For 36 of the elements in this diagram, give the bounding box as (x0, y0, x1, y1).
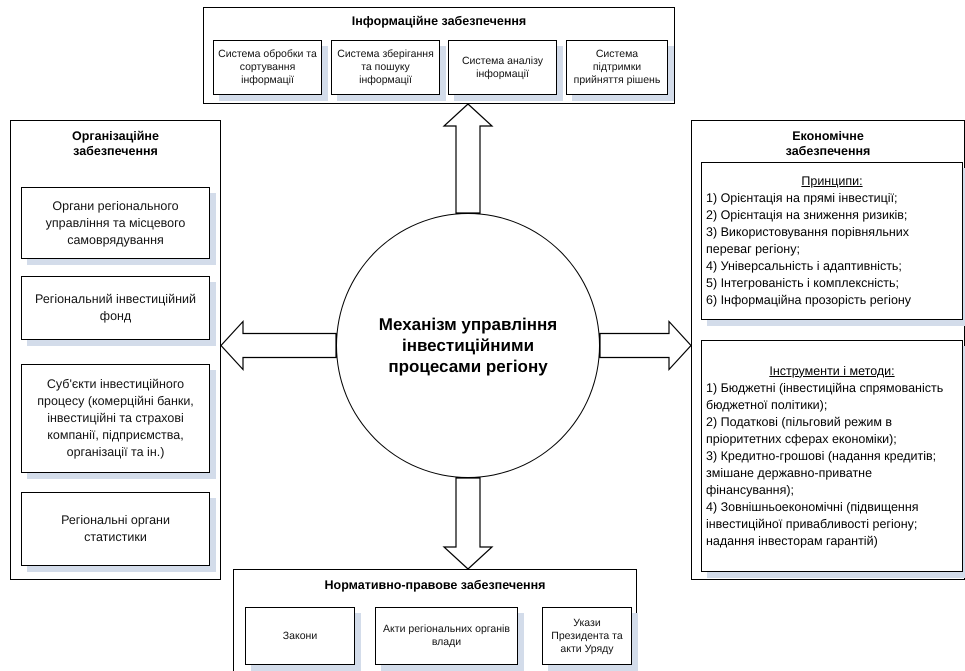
list-item: 1) Орієнтація на прямі інвестиції; (706, 190, 899, 207)
panel-title: Організаційне забезпечення (71, 129, 160, 159)
block-arrow (442, 477, 494, 570)
list-item: 2) Податкові (пільговий режим в пріоритетних сферах економіки); (706, 414, 898, 448)
box-label: Регіональний інвестиційний фонд (34, 291, 197, 325)
box-label: Закони (282, 630, 318, 642)
list-item: 5) Інтегрованість і комплексність; (706, 275, 900, 292)
list-item: 3) Використовування порівняльних переваг регіону; (706, 224, 910, 258)
list-heading: Принципи: (800, 173, 864, 190)
panel-title: Економічне забезпечення (784, 129, 872, 159)
box-label: Регіональні органи статистики (60, 512, 171, 546)
box-label: Система підтримки прийняття рішень (572, 48, 662, 87)
group-panel (203, 7, 675, 104)
box-label: Система зберігання та пошуку інформації (336, 48, 435, 87)
box-label: Акти регіональних органів влади (382, 623, 511, 649)
list-item: 6) Інформаційна прозорість регіону (706, 292, 912, 309)
group-panel (233, 569, 637, 671)
panel-title: Інформаційне забезпечення (350, 14, 528, 29)
box-label: Система обробки та сортування інформації (218, 48, 317, 87)
panel-title: Нормативно-правове забезпечення (324, 578, 546, 593)
circle-label: Механізм управління інвестиційними процесами регіону (378, 314, 558, 377)
box-label: Укази Президента та акти Уряду (550, 616, 624, 656)
block-arrow (599, 320, 692, 372)
block-arrow (220, 320, 337, 372)
list-item: 2) Орієнтація на зниження ризиків; (706, 207, 908, 224)
box-label: Суб'єкти інвестиційного процесу (комерційні банки, інвестиційні та страхові компанії, підприємства, організації та ін.) (36, 376, 195, 461)
list-item: 3) Кредитно-грошові (надання кредитів; змішане державно-приватне фінансування); (706, 448, 938, 498)
list-heading: Інструменти і методи: (768, 362, 896, 380)
list-item: 4) Універсальність і адаптивність; (706, 258, 903, 275)
block-arrow (442, 103, 494, 214)
group-panel (10, 120, 221, 580)
box-label: Органи регіонального управління та місцевого самоврядування (44, 198, 186, 248)
list-item: 1) Бюджетні (інвестиційна спрямованість бюджетної політики); (706, 380, 944, 414)
group-panel (691, 120, 965, 580)
box-label: Система аналізу інформації (460, 54, 544, 80)
list-item: 4) Зовнішньоекономічні (підвищення інвестиційної привабливості регіону; надання інвесторам гарантій) (706, 498, 920, 550)
